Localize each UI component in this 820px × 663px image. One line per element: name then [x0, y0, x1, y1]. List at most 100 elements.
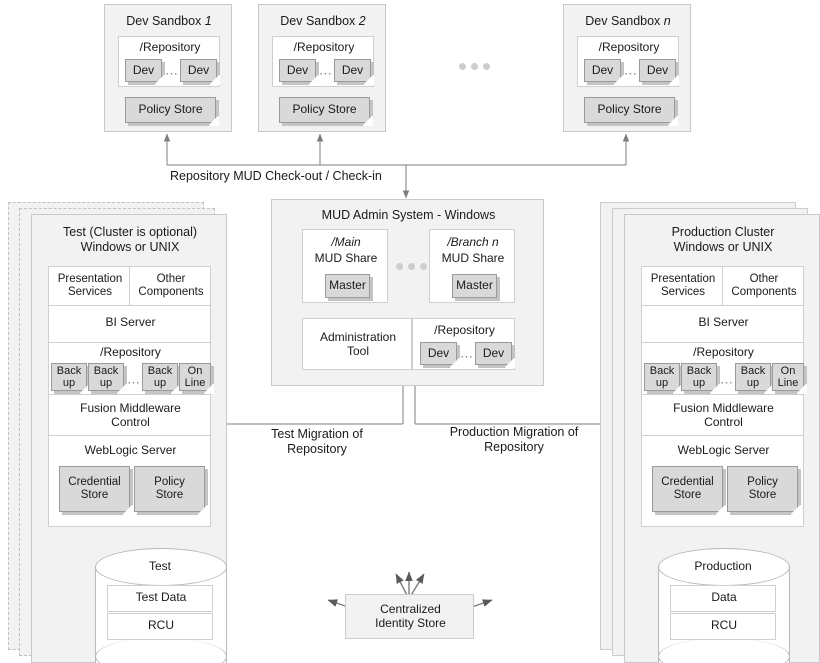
test-database-top [95, 548, 227, 586]
dev-artifact-left[interactable]: Dev [125, 59, 162, 82]
production-db-row-0[interactable]: Data [670, 585, 776, 612]
test-credential-store[interactable]: Credential Store [59, 466, 130, 512]
label: Fusion Middleware Control [673, 401, 774, 429]
test-other-components[interactable]: Other Components [129, 266, 211, 306]
sandbox-bus [163, 133, 630, 199]
dev-sandbox-n-repository: /Repository Dev ⋯ Dev [577, 36, 679, 87]
dev-artifact-right[interactable]: Dev [639, 59, 676, 82]
sandbox-ellipsis [459, 63, 490, 70]
repository-label: /Repository [434, 323, 495, 337]
dev-sandbox-2[interactable]: Dev Sandbox 2 /Repository Dev ⋯ Dev Poli… [258, 4, 386, 132]
mud-admin-repository[interactable]: /Repository Dev ⋯ Dev [412, 318, 515, 370]
repository-ellipsis: ⋯ [460, 349, 474, 364]
test-cluster-title: Test (Cluster is optional) Windows or UN… [62, 225, 198, 254]
production-repository[interactable]: /Repository Back up Back up ⋯ Back up On… [641, 342, 804, 395]
dev-sandbox-1-repository: /Repository Dev ⋯ Dev [118, 36, 220, 87]
online-repository[interactable]: On Line [179, 363, 211, 391]
checkin-checkout-label: Repository MUD Check-out / Check-in [170, 169, 382, 183]
label: Other Components [138, 273, 204, 299]
branch-mud-share[interactable]: /Branch n MUD Share Master [429, 229, 515, 303]
production-fusion-middleware-control[interactable]: Fusion Middleware Control [641, 394, 804, 436]
branch-share-subtitle: MUD Share [441, 251, 505, 265]
label: WebLogic Server [677, 443, 770, 457]
label: BI Server [105, 315, 156, 329]
dev-artifact-left[interactable]: Dev [279, 59, 316, 82]
backup-ellipsis: ⋯ [720, 375, 734, 390]
administration-tool[interactable]: Administration Tool [302, 318, 412, 370]
dev-artifact-right[interactable]: Dev [180, 59, 217, 82]
main-mud-share[interactable]: /Main MUD Share Master [302, 229, 388, 303]
production-cluster[interactable]: Production Cluster Windows or UNIX Prese… [624, 214, 820, 663]
repository-ellipsis: ⋯ [165, 66, 179, 81]
production-other-components[interactable]: Other Components [722, 266, 804, 306]
test-cluster[interactable]: Test (Cluster is optional) Windows or UN… [31, 214, 227, 663]
label: Fusion Middleware Control [80, 401, 181, 429]
online-repository[interactable]: On Line [772, 363, 804, 391]
centralized-identity-store[interactable]: Centralized Identity Store [345, 594, 474, 639]
repository-ellipsis: ⋯ [624, 66, 638, 81]
identity-store-label: Centralized Identity Store [375, 602, 446, 630]
production-db-row-1[interactable]: RCU [670, 613, 776, 640]
backup-1[interactable]: Back up [644, 363, 680, 391]
backup-3[interactable]: Back up [735, 363, 771, 391]
backup-1[interactable]: Back up [51, 363, 87, 391]
backup-ellipsis: ⋯ [127, 375, 141, 390]
production-credential-store[interactable]: Credential Store [652, 466, 723, 512]
test-weblogic-server[interactable]: WebLogic Server Credential Store Policy … [48, 435, 211, 527]
test-repository[interactable]: /Repository Back up Back up ⋯ Back up On… [48, 342, 211, 395]
production-database-name: Production [694, 559, 752, 573]
mud-admin-system[interactable]: MUD Admin System - Windows /Main MUD Sha… [271, 199, 544, 386]
policy-store[interactable]: Policy Store [279, 97, 370, 123]
test-migration-label: Test Migration of Repository [271, 427, 363, 456]
dev-sandbox-2-title: Dev Sandbox 2 [280, 14, 366, 28]
test-policy-store[interactable]: Policy Store [134, 466, 205, 512]
administration-tool-label: Administration Tool [319, 330, 397, 358]
production-weblogic-server[interactable]: WebLogic Server Credential Store Policy … [641, 435, 804, 527]
dev-artifact-left[interactable]: Dev [584, 59, 621, 82]
main-master-artifact[interactable]: Master [325, 274, 370, 298]
test-fusion-middleware-control[interactable]: Fusion Middleware Control [48, 394, 211, 436]
branch-share-path: /Branch n [447, 235, 499, 249]
test-db-row-0[interactable]: Test Data [107, 585, 213, 612]
production-bi-server[interactable]: BI Server [641, 305, 804, 343]
dev-sandbox-n[interactable]: Dev Sandbox n /Repository Dev ⋯ Dev Poli… [563, 4, 691, 132]
label: BI Server [698, 315, 749, 329]
production-policy-store[interactable]: Policy Store [727, 466, 798, 512]
label: Presentation Services [57, 273, 123, 299]
label: Test Data [135, 590, 187, 604]
label: Other Components [731, 273, 797, 299]
dev-sandbox-1[interactable]: Dev Sandbox 1 /Repository Dev ⋯ Dev Poli… [104, 4, 232, 132]
test-presentation-services[interactable]: Presentation Services [48, 266, 130, 306]
test-database-name: Test [148, 559, 171, 573]
label: WebLogic Server [84, 443, 177, 457]
label: Presentation Services [650, 273, 716, 299]
production-presentation-services[interactable]: Presentation Services [641, 266, 723, 306]
main-share-path: /Main [331, 235, 361, 249]
repository-label: /Repository [693, 345, 754, 359]
dev-sandbox-n-title: Dev Sandbox n [585, 14, 671, 28]
label: Data [711, 590, 737, 604]
backup-2[interactable]: Back up [681, 363, 717, 391]
branch-master-artifact[interactable]: Master [452, 274, 497, 298]
dev-artifact-left[interactable]: Dev [420, 342, 457, 365]
dev-artifact-right[interactable]: Dev [475, 342, 512, 365]
migration-connectors [215, 386, 639, 428]
repository-label: /Repository [293, 40, 355, 54]
backup-2[interactable]: Back up [88, 363, 124, 391]
mud-share-ellipsis [396, 263, 427, 270]
mud-admin-title: MUD Admin System - Windows [321, 208, 496, 222]
backup-3[interactable]: Back up [142, 363, 178, 391]
policy-store[interactable]: Policy Store [125, 97, 216, 123]
identity-store-links [327, 571, 493, 608]
policy-store[interactable]: Policy Store [584, 97, 675, 123]
label: RCU [148, 618, 174, 632]
dev-artifact-right[interactable]: Dev [334, 59, 371, 82]
repository-label: /Repository [139, 40, 201, 54]
production-migration-label: Production Migration of Repository [449, 425, 579, 454]
dev-sandbox-2-repository: /Repository Dev ⋯ Dev [272, 36, 374, 87]
test-bi-server[interactable]: BI Server [48, 305, 211, 343]
test-db-row-1[interactable]: RCU [107, 613, 213, 640]
repository-label: /Repository [598, 40, 660, 54]
repository-ellipsis: ⋯ [319, 66, 333, 81]
